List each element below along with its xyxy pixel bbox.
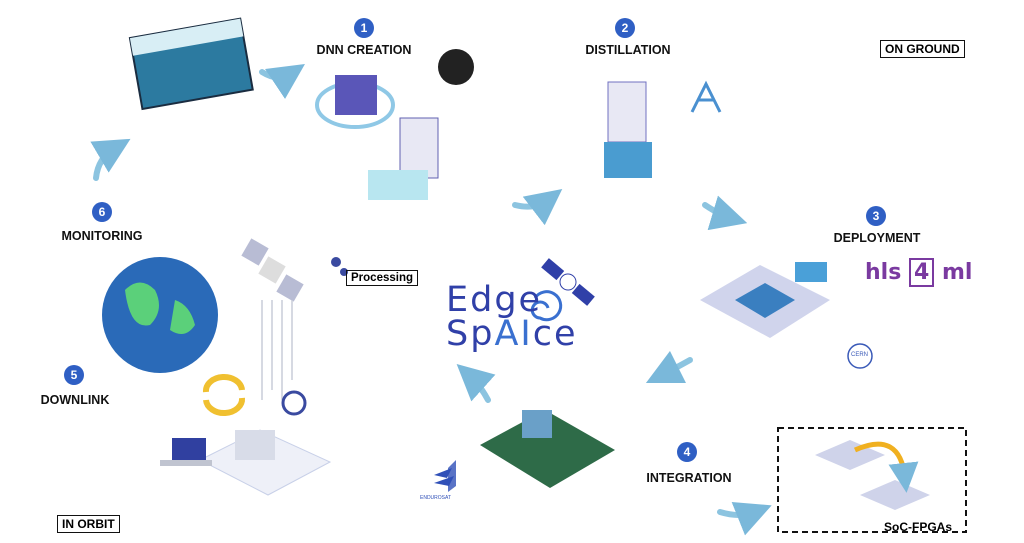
edgespaice-swirl-icon: [530, 290, 563, 322]
cern-label: CERN: [851, 352, 869, 358]
ground-station-illustration: [160, 429, 332, 496]
fpga-chip-illustration: [700, 262, 830, 338]
step-2-badge: 2: [615, 18, 635, 38]
step-4-label: INTEGRATION: [646, 471, 732, 485]
endurosat-logo-icon: [434, 460, 456, 492]
step-6-badge: 6: [92, 202, 112, 222]
edgespaice-logo-line1: Edge: [446, 280, 543, 320]
hls4ml-logo: hls 4 ml: [865, 258, 973, 287]
step-6-label: MONITORING: [61, 229, 143, 243]
processing-label: Processing: [346, 270, 418, 286]
soc-fpgas-frame: [777, 427, 967, 533]
step-4-badge: 4: [677, 442, 697, 462]
in-orbit-label: IN ORBIT: [57, 515, 120, 533]
step-1-badge: 1: [354, 18, 374, 38]
dnn-server-illustration: [315, 75, 439, 200]
distillation-server-illustration: [604, 81, 652, 178]
hls4ml-ml: ml: [941, 260, 973, 285]
cern-logo-icon: [847, 343, 873, 369]
satellite-illustration: [241, 238, 304, 302]
logo-sp: Sp: [446, 314, 495, 354]
logo-ai: AI: [494, 314, 533, 354]
ocean-debris-image: [128, 17, 254, 111]
soc-fpga-illustration: [815, 440, 930, 510]
step-5-badge: 5: [64, 365, 84, 385]
cycle-arrows: [90, 64, 772, 536]
stopwatch-icon: [281, 390, 307, 416]
refresh-cycle-icon: [202, 373, 246, 417]
globe-illustration: [102, 257, 218, 373]
hls4ml-4: 4: [908, 258, 935, 287]
a-logo-icon: [690, 80, 722, 113]
step-5-label: DOWNLINK: [40, 393, 110, 407]
on-ground-label: ON GROUND: [880, 40, 965, 58]
circuit-board-illustration: [480, 410, 615, 488]
step-2-label: DISTILLATION: [585, 43, 671, 57]
step-3-label: DEPLOYMENT: [833, 231, 921, 245]
step-3-badge: 3: [866, 206, 886, 226]
soc-fpgas-label: SoC-FPGAs: [884, 520, 953, 534]
edgespaice-satellite-icon: [541, 258, 595, 306]
signal-lines: [261, 300, 293, 400]
hls4ml-hls: hls: [865, 260, 902, 285]
university-seal-icon: [438, 49, 474, 85]
edgespaice-logo-line2: SpAIce: [446, 316, 577, 352]
endurosat-label: ENDUROSAT: [420, 495, 452, 501]
logo-ce: ce: [532, 314, 578, 354]
step-1-label: DNN CREATION: [316, 43, 412, 57]
